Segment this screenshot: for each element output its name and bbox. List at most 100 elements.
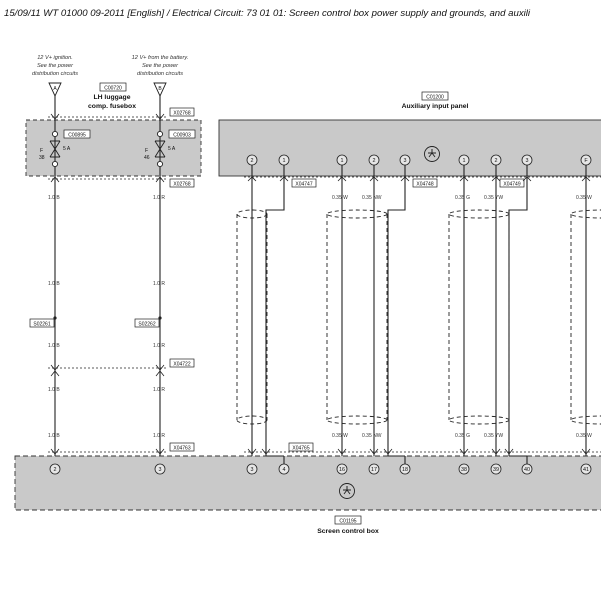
aux-pin-3: 1 bbox=[336, 154, 348, 166]
aux-panel-housing bbox=[218, 119, 601, 177]
svg-text:2: 2 bbox=[495, 158, 498, 164]
fusebox-connector-top-box bbox=[169, 107, 195, 117]
aux-pin-8: 3 bbox=[521, 154, 533, 166]
aux-connector-x04747-box bbox=[291, 178, 317, 188]
wire-aux-label-nw-2: 0.35 NW bbox=[362, 433, 382, 439]
svg-text:16: 16 bbox=[339, 467, 345, 473]
control-pin-3b: 3 bbox=[246, 463, 258, 475]
battery-note-line3: distribution circuits bbox=[137, 71, 183, 77]
control-box-title: Screen control box bbox=[317, 528, 379, 535]
svg-text:2: 2 bbox=[54, 467, 57, 473]
battery-note-line2: See the power bbox=[142, 63, 179, 69]
inline-connector-x04763: X04763 bbox=[173, 445, 190, 451]
svg-text:3: 3 bbox=[526, 158, 529, 164]
inline-connector-x04763-box bbox=[169, 442, 195, 452]
aux-connector-x04749: X04749 bbox=[503, 181, 520, 187]
wire-aux-label-nw-1: 0.35 NW bbox=[362, 195, 382, 201]
svg-text:41: 41 bbox=[583, 467, 589, 473]
aux-panel-code-box bbox=[421, 91, 449, 101]
fuse-46-code-box bbox=[168, 129, 196, 139]
wire-aux-label-w-1: 0.35 W bbox=[332, 195, 348, 201]
wire-right-label-5: 1.0 R bbox=[153, 433, 165, 439]
splice-s02261-box bbox=[29, 318, 55, 328]
control-pin-2: 2 bbox=[49, 463, 61, 475]
wire-left-label-3: 1.0 B bbox=[48, 343, 60, 349]
fuse-38-symbol bbox=[49, 130, 61, 168]
control-box-housing bbox=[14, 455, 601, 511]
aux-wires bbox=[251, 165, 587, 456]
fuse-38-code-box bbox=[63, 129, 91, 139]
control-pin-4: 4 bbox=[278, 463, 290, 475]
wire-aux-label-g-1: 0.35 G bbox=[455, 195, 470, 201]
wire-aux-label-g-2: 0.35 G bbox=[455, 433, 470, 439]
battery-source-letter: B bbox=[158, 86, 162, 92]
fuse-38-rating: 5 A bbox=[63, 146, 71, 152]
aux-panel-code: C01200 bbox=[426, 94, 444, 100]
shield-4 bbox=[570, 209, 601, 425]
document-header: 15/09/11 WT 01000 09-2011 [English] / El… bbox=[4, 8, 531, 19]
fusebox-title-line2: comp. fusebox bbox=[88, 103, 136, 110]
control-pin-18: 18 bbox=[399, 463, 411, 475]
svg-text:3: 3 bbox=[404, 158, 407, 164]
svg-text:4: 4 bbox=[283, 467, 286, 473]
svg-text:3: 3 bbox=[159, 467, 162, 473]
aux-connector-x04747: X04747 bbox=[295, 181, 312, 187]
splice-s02262: S02262 bbox=[138, 321, 155, 327]
fusebox-connector-bottom: X02768 bbox=[173, 181, 190, 187]
fuse-46-code: C00903 bbox=[173, 132, 191, 138]
battery-note-line1: 12 V+ from the battery. bbox=[132, 55, 189, 61]
ignition-note-line1: 12 V+ ignition. bbox=[37, 55, 73, 61]
control-pin-3a: 3 bbox=[154, 463, 166, 475]
svg-text:3: 3 bbox=[251, 467, 254, 473]
fuse-38-f: F bbox=[40, 148, 43, 154]
inline-connector-x04722: X04722 bbox=[173, 361, 190, 367]
aux-pin-2: 1 bbox=[278, 154, 290, 166]
wire-aux-label-yw-2: 0.35 YW bbox=[484, 433, 503, 439]
shield-2 bbox=[326, 209, 388, 425]
aux-pin-6: 1 bbox=[458, 154, 470, 166]
wire-left-label-2: 1.0 B bbox=[48, 281, 60, 287]
ignition-source-letter: A bbox=[53, 86, 57, 92]
svg-text:2: 2 bbox=[251, 158, 254, 164]
wire-left-label-1: 1.0 B bbox=[48, 195, 60, 201]
control-pin-40: 40 bbox=[521, 463, 533, 475]
aux-connector-x04748: X04748 bbox=[416, 181, 433, 187]
fuse-38-code: C00895 bbox=[68, 132, 86, 138]
fuse-46-rating: 5 A bbox=[168, 146, 176, 152]
ignition-source-triangle bbox=[48, 82, 62, 98]
aux-pin-5: 3 bbox=[399, 154, 411, 166]
wire-aux-label-yw-1: 0.35 YW bbox=[484, 195, 503, 201]
ignition-note-line2: See the power bbox=[37, 63, 74, 69]
fuse-46-symbol bbox=[154, 130, 166, 168]
inline-connector-x04765-box bbox=[288, 442, 314, 452]
wire-aux-label-w-4: 0.35 W bbox=[576, 433, 592, 439]
aux-pin-7: 2 bbox=[490, 154, 502, 166]
aux-pin-4: 2 bbox=[368, 154, 380, 166]
fusebox-code: C00720 bbox=[104, 85, 122, 91]
svg-text:38: 38 bbox=[461, 467, 467, 473]
control-pin-16: 16 bbox=[336, 463, 348, 475]
wire-left-label-4: 1.0 B bbox=[48, 387, 60, 393]
battery-source-triangle bbox=[153, 82, 167, 98]
inline-connector-x04765: X04765 bbox=[292, 445, 309, 451]
shield-3 bbox=[448, 209, 510, 425]
fusebox-code-box bbox=[99, 82, 127, 92]
wire-aux-label-w-2: 0.35 W bbox=[576, 195, 592, 201]
fusebox-connector-bottom-box bbox=[169, 178, 195, 188]
fusebox-title-line1: LH luggage bbox=[93, 94, 130, 101]
aux-pin-9: F bbox=[580, 154, 592, 166]
control-pin-17: 17 bbox=[368, 463, 380, 475]
control-box-code: C01195 bbox=[339, 518, 356, 524]
shield-1 bbox=[236, 209, 268, 425]
wire-right-label-2: 1.0 R bbox=[153, 281, 165, 287]
wire-left-label-5: 1.0 B bbox=[48, 433, 60, 439]
inline-connector-x04722-box bbox=[169, 358, 195, 368]
svg-text:1: 1 bbox=[463, 158, 466, 164]
control-box-code-box bbox=[334, 515, 362, 525]
svg-text:F: F bbox=[584, 158, 588, 164]
wire-aux-label-w-3: 0.35 W bbox=[332, 433, 348, 439]
aux-pin-1: 2 bbox=[246, 154, 258, 166]
aux-connector-x04749-box bbox=[499, 178, 525, 188]
control-pin-38: 38 bbox=[458, 463, 470, 475]
